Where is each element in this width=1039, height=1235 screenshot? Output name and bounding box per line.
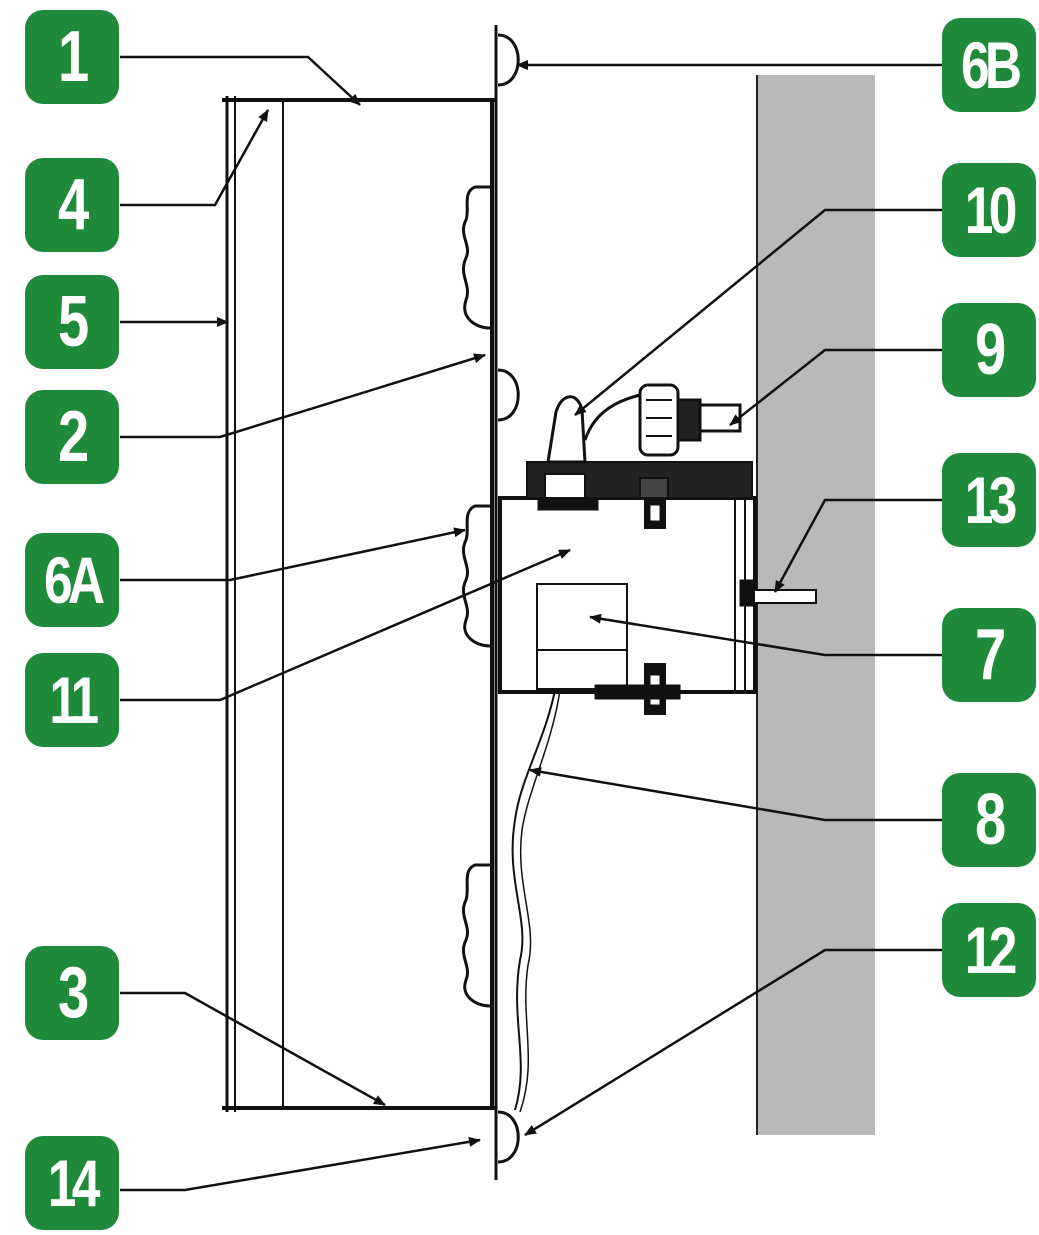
callout-2: 2 (25, 390, 119, 484)
wire-2 (519, 689, 561, 1113)
callout-7-label: 7 (974, 615, 1006, 695)
mounting-box (498, 461, 817, 715)
callout-7: 7 (942, 608, 1036, 702)
wire (511, 689, 556, 1111)
leader-11 (120, 548, 571, 702)
callout-8-label: 8 (974, 780, 1006, 860)
callout-6a-label: 6A (43, 543, 105, 617)
callout-2-label: 2 (57, 397, 89, 477)
callout-6a: 6A (25, 533, 119, 627)
callout-8: 8 (942, 773, 1036, 867)
callout-10-label: 10 (965, 173, 1018, 247)
leader-9 (729, 348, 945, 426)
callout-6b: 6B (942, 18, 1036, 112)
callout-12-label: 12 (965, 913, 1018, 987)
callout-9: 9 (942, 303, 1036, 397)
callout-14: 14 (25, 1136, 119, 1230)
enclosure (222, 96, 495, 1112)
wall (757, 75, 875, 1135)
cable-fitting (546, 383, 742, 464)
leader-14 (120, 1136, 481, 1192)
leader-lines (120, 55, 945, 1192)
leader-12 (524, 948, 945, 1137)
callout-3-label: 3 (57, 953, 89, 1033)
callout-1-label: 1 (57, 17, 89, 97)
callout-14-label: 14 (48, 1146, 101, 1220)
leader-7 (589, 613, 945, 657)
callout-4-label: 4 (57, 165, 89, 245)
leader-4 (120, 109, 270, 207)
leader-8 (529, 766, 945, 822)
callout-4: 4 (25, 158, 119, 252)
callout-13: 13 (942, 453, 1036, 547)
leader-13 (773, 498, 945, 593)
callout-5-label: 5 (57, 282, 89, 362)
callout-12: 12 (942, 903, 1036, 997)
gaskets (461, 33, 520, 1164)
callout-6b-label: 6B (960, 28, 1022, 102)
callout-5: 5 (25, 275, 119, 369)
callout-11-label: 11 (49, 663, 99, 737)
leader-10 (574, 208, 945, 416)
callout-9-label: 9 (974, 310, 1006, 390)
leader-1 (120, 55, 361, 106)
callout-3: 3 (25, 946, 119, 1040)
leader-3 (120, 991, 386, 1107)
callout-10: 10 (942, 163, 1036, 257)
callout-11: 11 (25, 653, 119, 747)
leader-6a (120, 527, 466, 582)
callout-1: 1 (25, 10, 119, 104)
callout-13-label: 13 (965, 463, 1018, 537)
leader-2 (120, 353, 486, 439)
